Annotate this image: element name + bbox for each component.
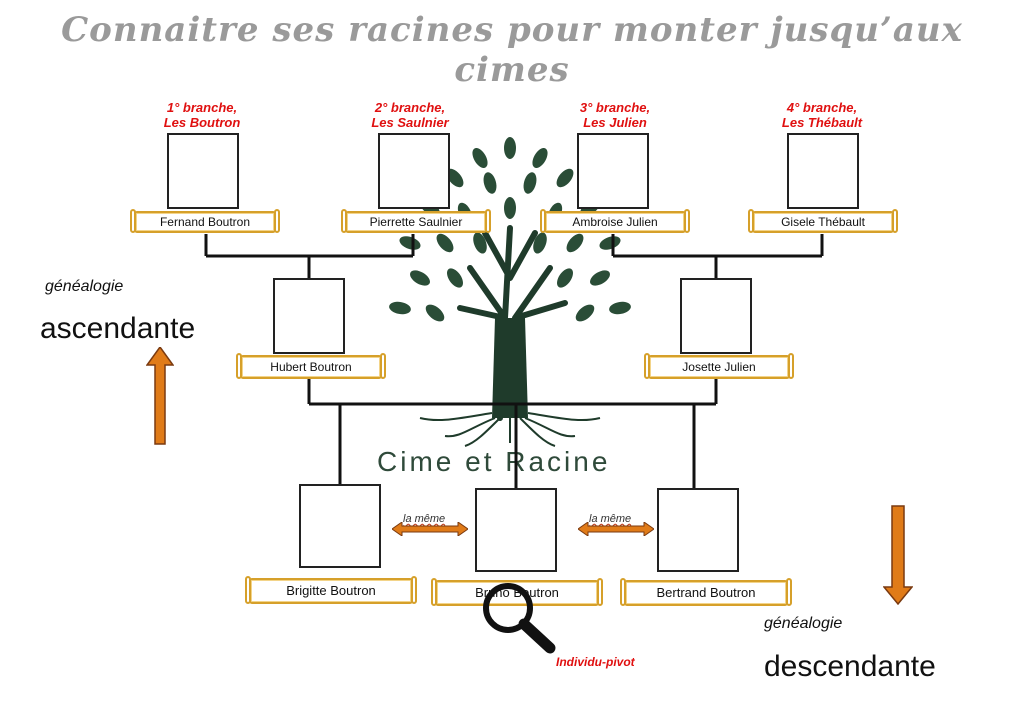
descendant-small-label: généalogie	[764, 615, 843, 632]
magnifier-icon	[483, 583, 556, 654]
photo-frame-bertrand[interactable]	[657, 488, 739, 572]
photo-frame-josette[interactable]	[680, 278, 752, 354]
branch-3-line1: 3° branche,	[579, 100, 651, 115]
name-scroll-ambroise: Ambroise Julien	[540, 209, 690, 233]
photo-frame-pierrette[interactable]	[378, 133, 450, 209]
branch-4-line1: 4° branche,	[786, 100, 858, 115]
page-title: Connaitre ses racines pour monter jusqu’…	[61, 10, 963, 90]
same-label-left: la même	[403, 513, 446, 525]
name-scroll-brigitte: Brigitte Boutron	[245, 576, 417, 604]
branch-1-line2: Les Boutron	[163, 115, 241, 130]
branch-2-line1: 2° branche,	[374, 100, 446, 115]
name-fernand: Fernand Boutron	[159, 215, 251, 229]
ascendant-small-label: généalogie	[45, 278, 124, 295]
branch-label-4: 4° branche, Les Thébault	[752, 100, 892, 130]
name-scroll-fernand: Fernand Boutron	[130, 209, 280, 233]
up-arrow-icon	[146, 347, 174, 445]
branch-label-2: 2° branche, Les Saulnier	[340, 100, 480, 130]
same-label-right: la même	[589, 513, 632, 525]
down-arrow-icon	[883, 505, 913, 605]
descendant-big-label: descendante	[764, 650, 936, 683]
photo-frame-fernand[interactable]	[167, 133, 239, 209]
name-scroll-bruno: Bruno Boutron	[431, 578, 603, 606]
photo-frame-brigitte[interactable]	[299, 484, 381, 568]
ascendant-big-label: ascendante	[40, 312, 196, 345]
name-bertrand: Bertrand Boutron	[656, 585, 756, 600]
photo-frame-hubert[interactable]	[273, 278, 345, 354]
name-scroll-pierrette: Pierrette Saulnier	[341, 209, 491, 233]
name-brigitte: Brigitte Boutron	[286, 583, 376, 598]
branch-label-1: 1° branche, Les Boutron	[132, 100, 272, 130]
brand-label: Cime et Racine	[377, 446, 611, 477]
photo-frame-gisele[interactable]	[787, 133, 859, 209]
double-arrow-icon	[392, 522, 468, 536]
name-hubert: Hubert Boutron	[270, 360, 352, 374]
name-scroll-gisele: Gisele Thébault	[748, 209, 898, 233]
name-scroll-bertrand: Bertrand Boutron	[620, 578, 792, 606]
branch-2-line2: Les Saulnier	[371, 115, 449, 130]
name-josette: Josette Julien	[682, 360, 756, 374]
branch-4-line2: Les Thébault	[781, 115, 863, 130]
name-scroll-hubert: Hubert Boutron	[236, 353, 386, 379]
photo-frame-ambroise[interactable]	[577, 133, 649, 209]
pivot-label: Individu-pivot	[556, 655, 635, 669]
name-pierrette: Pierrette Saulnier	[369, 215, 463, 229]
name-scroll-josette: Josette Julien	[644, 353, 794, 379]
branch-label-3: 3° branche, Les Julien	[545, 100, 685, 130]
branch-3-line2: Les Julien	[583, 115, 647, 130]
name-gisele: Gisele Thébault	[781, 215, 865, 229]
branch-1-line1: 1° branche,	[166, 100, 238, 115]
double-arrow-icon	[578, 522, 654, 536]
photo-frame-bruno[interactable]	[475, 488, 557, 572]
name-ambroise: Ambroise Julien	[572, 215, 658, 229]
